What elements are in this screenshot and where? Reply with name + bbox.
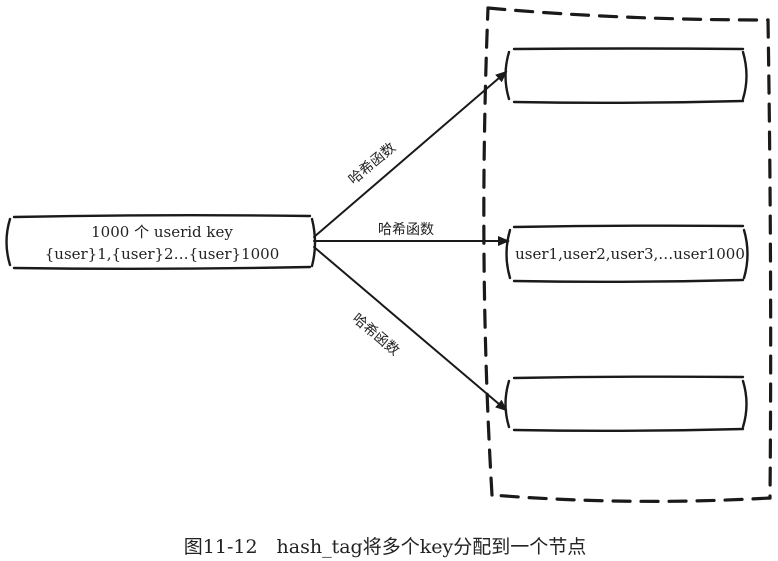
node-box-top xyxy=(504,47,748,104)
source-key-box: 1000 个 userid key {user}1,{user}2…{user}… xyxy=(5,214,317,270)
arrow-to-top-node xyxy=(313,70,508,238)
node-box-bottom xyxy=(504,375,748,432)
source-box-line2: {user}1,{user}2…{user}1000 xyxy=(45,245,280,263)
hash-arrows xyxy=(313,70,510,412)
arrow-label-top: 哈希函数 xyxy=(346,140,399,188)
source-box-line1: 1000 个 userid key xyxy=(91,223,233,241)
arrow-label-bottom: 哈希函数 xyxy=(349,311,402,359)
node-middle-content: user1,user2,user3,…user1000 xyxy=(515,245,745,263)
figure-caption: 图11-12 hash_tag将多个key分配到一个节点 xyxy=(184,536,586,558)
node-cluster-outline xyxy=(482,6,773,503)
arrow-to-bottom-node xyxy=(313,246,508,412)
node-box-middle: user1,user2,user3,…user1000 xyxy=(505,224,749,283)
arrow-label-middle: 哈希函数 xyxy=(378,222,434,238)
